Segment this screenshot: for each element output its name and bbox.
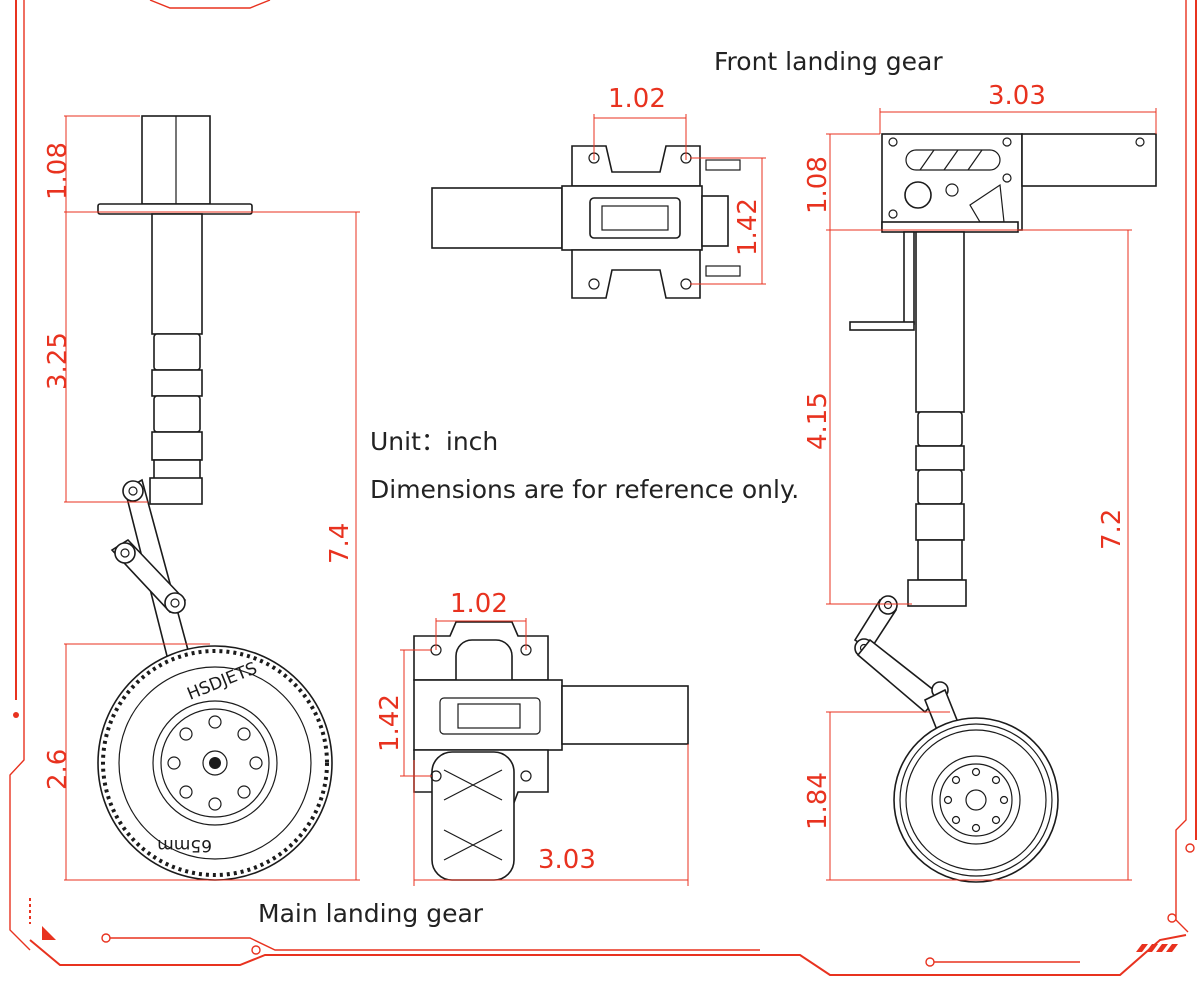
front-top-hole-spacing-dimension: 1.02 — [608, 84, 666, 114]
front-wheel-dimension: 1.84 — [803, 772, 833, 830]
main-bottom-length-dimension: 3.03 — [538, 845, 596, 875]
main-top-mount-dimension: 1.08 — [43, 142, 73, 200]
main-side-dimension-lines — [64, 115, 360, 881]
tire-size-text: 65mm — [157, 835, 212, 855]
front-top-hole-height-dimension: 1.42 — [733, 198, 763, 256]
main-bottom-hole-height-dimension: 1.42 — [375, 694, 405, 752]
main-overall-height-dimension: 7.4 — [325, 523, 355, 564]
main-wheel-dimension: 2.6 — [43, 749, 73, 790]
main-gear-bottom-view — [413, 621, 689, 881]
front-overall-height-dimension: 7.2 — [1097, 509, 1127, 550]
front-landing-gear-title: Front landing gear — [714, 47, 943, 76]
decorative-frame — [9, 0, 1197, 976]
front-gear-top-view — [431, 145, 741, 299]
front-top-mount-dimension: 1.08 — [803, 156, 833, 214]
main-landing-gear-title: Main landing gear — [258, 899, 484, 928]
front-side-dimension-lines — [826, 108, 1157, 881]
front-strut-dimension: 4.15 — [803, 392, 833, 450]
front-top-dimension-lines — [593, 114, 766, 285]
main-gear-side-view: HSDJETS 65mm — [97, 115, 333, 881]
unit-note: Unit：inch — [370, 427, 498, 456]
main-bottom-hole-spacing-dimension: 1.02 — [450, 589, 508, 619]
main-upper-strut-dimension: 3.25 — [43, 332, 73, 390]
front-width-dimension: 3.03 — [988, 81, 1046, 111]
front-gear-side-view — [849, 133, 1157, 883]
main-bottom-dimension-lines — [400, 618, 689, 886]
reference-note: Dimensions are for reference only. — [370, 475, 799, 504]
